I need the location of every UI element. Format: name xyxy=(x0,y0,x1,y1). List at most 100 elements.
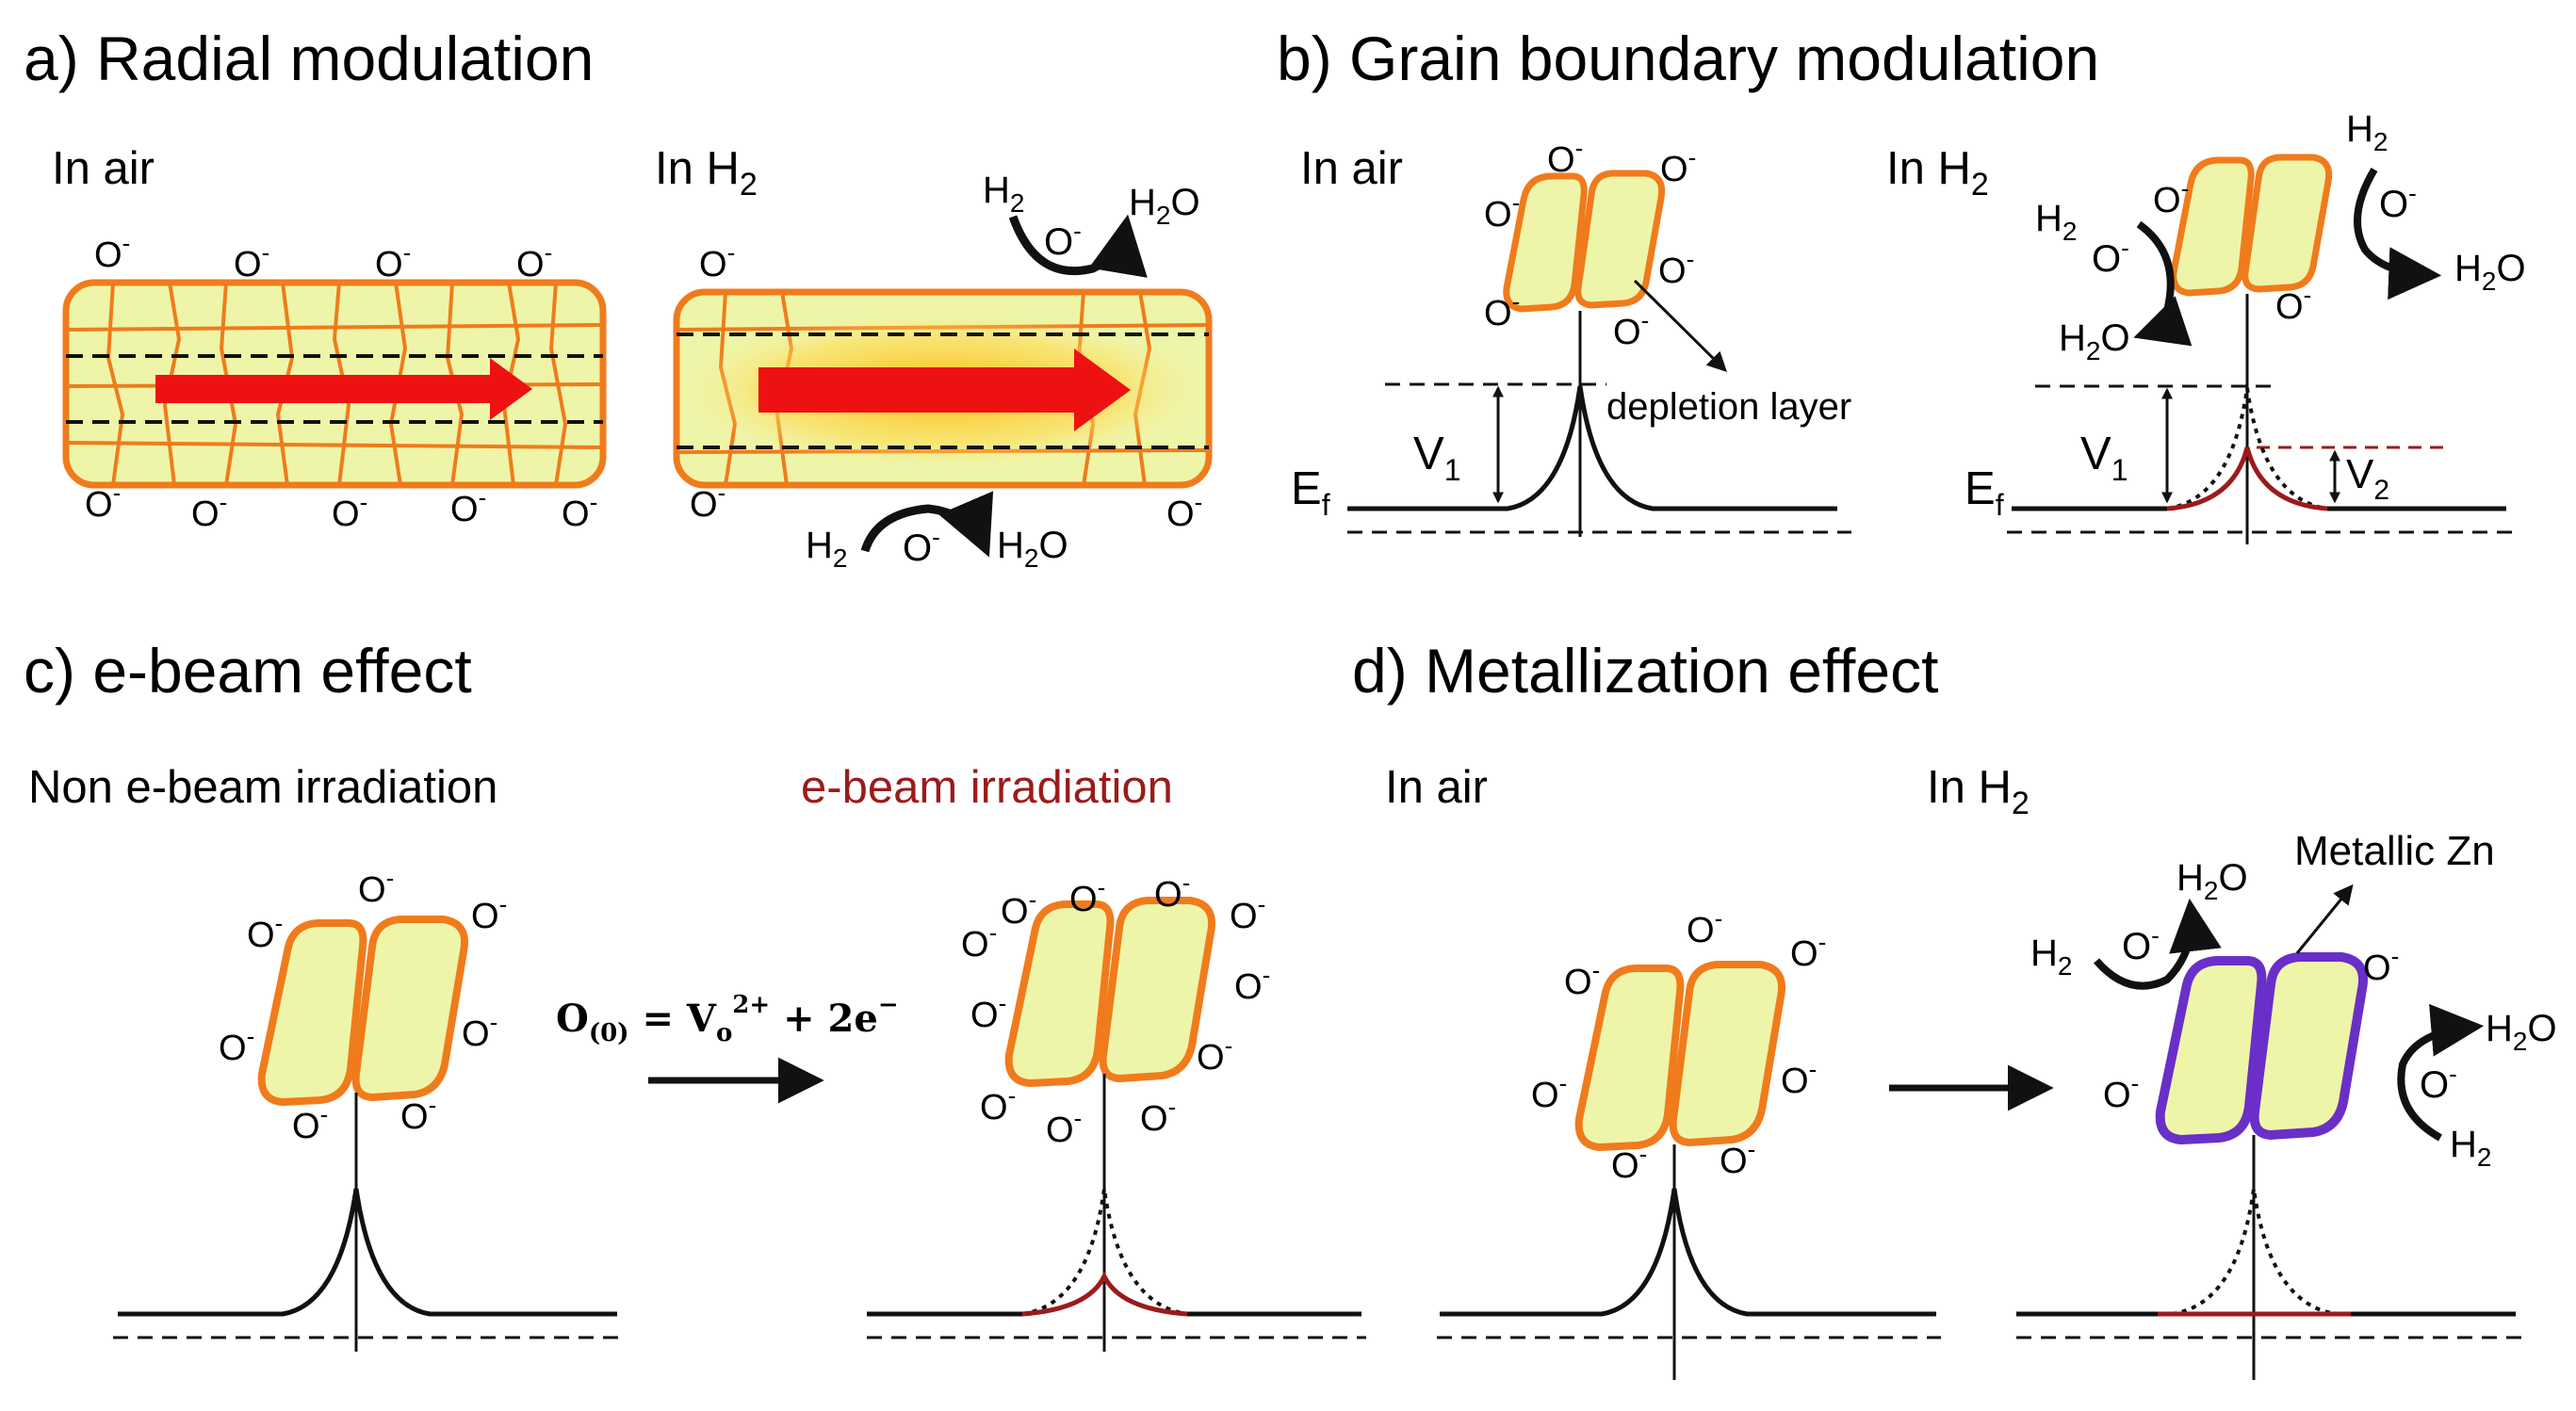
svg-text:O-: O- xyxy=(690,478,726,525)
oxygen-ions-d-left: O- O- O- O- O- O- O- xyxy=(1531,904,1826,1186)
panel-b-air-label: In air xyxy=(1300,143,1403,194)
arc-arrow-icon xyxy=(1008,214,1148,278)
svg-text:H2O: H2O xyxy=(2454,248,2526,296)
panel-b-h2-label: In H2 xyxy=(1886,143,1989,203)
oxygen-ions-a: O- O- O- O- O- O- O- O- O- O- O- O- xyxy=(85,229,1202,534)
nanowire-air xyxy=(62,279,607,489)
panel-a-h2-label: In H2 xyxy=(655,143,758,203)
svg-text:O-: O- xyxy=(234,238,269,284)
band-diagram-dotted xyxy=(2171,1188,2338,1316)
panel-c: c) e-beam effect Non e-beam irradiation … xyxy=(24,636,1366,1352)
svg-text:O-: O- xyxy=(2153,174,2189,220)
svg-text:H2O: H2O xyxy=(2177,857,2248,905)
svg-text:O-: O- xyxy=(2122,921,2160,967)
panel-c-left-label: Non e-beam irradiation xyxy=(28,762,497,813)
svg-text:H2O: H2O xyxy=(997,525,1068,573)
svg-text:H2: H2 xyxy=(2450,1124,2491,1172)
panel-d-h2-label: In H2 xyxy=(1927,762,2030,821)
reaction-bottom-a: H2 O- H2O xyxy=(806,491,1068,573)
svg-text:O-: O- xyxy=(332,488,367,534)
svg-text:O-: O- xyxy=(219,1022,254,1068)
svg-text:O-: O- xyxy=(2363,942,2399,988)
svg-text:O-: O- xyxy=(516,238,552,284)
nanowire-h2 xyxy=(673,288,1213,489)
svg-text:O-: O- xyxy=(903,523,940,569)
panel-d: d) Metallization effect In air In H2 O- … xyxy=(1352,636,2557,1380)
band-diagram xyxy=(1440,1188,1936,1317)
svg-text:O-: O- xyxy=(358,864,394,910)
svg-text:O-: O- xyxy=(1044,217,1082,263)
svg-text:O-: O- xyxy=(1781,1055,1817,1101)
svg-text:O-: O- xyxy=(1484,287,1520,333)
panel-a-air-label: In air xyxy=(52,143,155,194)
svg-text:O-: O- xyxy=(1484,188,1520,235)
band-diagram xyxy=(118,1188,617,1317)
panel-b-title: b) Grain boundary modulation xyxy=(1277,24,2099,93)
svg-text:H2: H2 xyxy=(983,170,1024,218)
svg-text:O-: O- xyxy=(2420,1060,2457,1106)
svg-text:O-: O- xyxy=(1720,1135,1755,1181)
svg-text:O-: O- xyxy=(2275,281,2311,327)
panel-c-right-label: e-beam irradiation xyxy=(801,762,1173,813)
svg-text:O-: O- xyxy=(1547,134,1583,180)
oxygen-ions-c-right: O- O- O- O- O- O- O- O- O- O- O- xyxy=(961,868,1270,1150)
ef-label-left: Ef xyxy=(1291,463,1330,522)
svg-text:O-: O- xyxy=(1197,1031,1232,1078)
panel-a-title: a) Radial modulation xyxy=(24,24,594,93)
grain-pair-icon xyxy=(1507,173,1662,309)
svg-text:O-: O- xyxy=(1790,928,1826,974)
svg-text:O-: O- xyxy=(1046,1104,1082,1150)
arc-arrow-icon xyxy=(2093,898,2222,990)
current-arrow-h2 xyxy=(758,349,1131,431)
oxygen-ions-d-right: O- O- xyxy=(2103,942,2399,1115)
panel-c-title: c) e-beam effect xyxy=(24,636,472,706)
v2-label: V2 xyxy=(2346,451,2389,506)
svg-text:O-: O- xyxy=(1613,306,1649,352)
svg-text:O-: O- xyxy=(1069,873,1105,919)
svg-text:O-: O- xyxy=(961,918,997,965)
svg-text:H2O: H2O xyxy=(2486,1008,2557,1056)
grain-pair-icon xyxy=(1009,900,1212,1083)
current-arrow-air xyxy=(155,358,532,420)
svg-text:O-: O- xyxy=(1166,488,1202,534)
panel-a: a) Radial modulation In air In H2 xyxy=(24,24,1213,573)
reaction-top-a: H2 O- H2O xyxy=(983,170,1200,278)
svg-text:O-: O- xyxy=(1658,245,1694,291)
svg-text:H2: H2 xyxy=(806,525,847,573)
svg-text:O-: O- xyxy=(375,238,411,284)
svg-text:O-: O- xyxy=(1660,143,1696,189)
svg-text:O-: O- xyxy=(471,890,507,936)
panel-d-air-label: In air xyxy=(1385,762,1488,813)
svg-text:O-: O- xyxy=(292,1100,328,1146)
svg-text:O-: O- xyxy=(2103,1069,2139,1115)
svg-text:O-: O- xyxy=(1234,961,1270,1007)
ef-label-right: Ef xyxy=(1965,463,2004,522)
svg-text:O-: O- xyxy=(1154,868,1190,915)
reaction-b-left: H2 O- H2O xyxy=(2035,198,2193,365)
svg-text:O-: O- xyxy=(980,1081,1016,1127)
svg-text:O-: O- xyxy=(191,488,227,534)
svg-text:H2O: H2O xyxy=(1129,182,1200,230)
svg-text:O-: O- xyxy=(1611,1140,1647,1186)
grain-pair-purple-icon xyxy=(2160,957,2363,1140)
grain-pair-icon xyxy=(2174,157,2329,293)
svg-text:O-: O- xyxy=(562,488,597,534)
oxygen-ions-c-left: O- O- O- O- O- O- O- xyxy=(219,864,507,1146)
v1-label-right: V1 xyxy=(2080,429,2128,487)
svg-text:O-: O- xyxy=(462,1008,497,1054)
grain-pair-icon xyxy=(1579,965,1782,1147)
svg-text:H2O: H2O xyxy=(2059,317,2130,365)
v1-label-left: V1 xyxy=(1413,429,1460,487)
band-diagram-dotted xyxy=(2166,387,2328,511)
svg-text:O-: O- xyxy=(970,989,1006,1035)
svg-text:O-: O- xyxy=(1001,885,1036,932)
svg-text:O-: O- xyxy=(1564,956,1600,1002)
band-diagram xyxy=(1347,385,1837,511)
svg-text:O-: O- xyxy=(2092,234,2129,280)
svg-text:H2: H2 xyxy=(2035,198,2077,246)
grain-pair-icon xyxy=(262,919,465,1102)
arc-arrow-icon xyxy=(860,491,994,558)
arc-arrow-icon xyxy=(2133,220,2193,347)
arc-arrow-icon xyxy=(2397,1003,2485,1142)
